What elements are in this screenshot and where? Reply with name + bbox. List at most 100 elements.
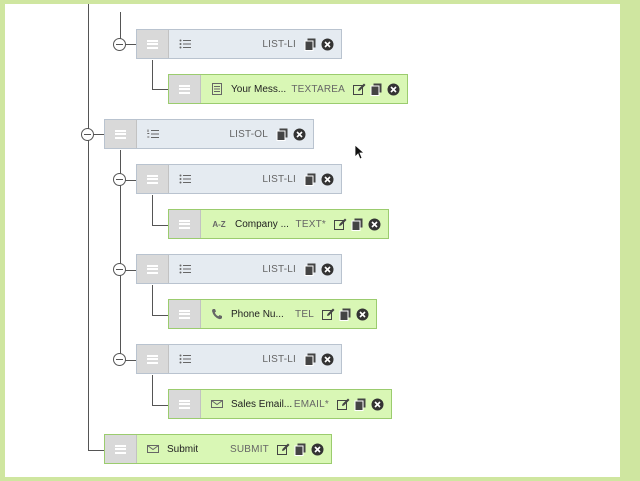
text-az-icon: A-Z [212,219,226,229]
drag-handle-icon [147,354,158,364]
node-type-label: LIST-OL [229,128,268,140]
textarea-icon [210,82,224,96]
collapse-toggle[interactable] [113,263,126,276]
tree-line [120,12,121,44]
delete-icon[interactable] [368,218,381,231]
node-actions [304,38,334,51]
copy-icon[interactable] [339,308,352,321]
drag-handle[interactable] [137,30,169,58]
node-label: Phone Nu... [231,308,284,320]
drag-handle[interactable] [137,165,169,193]
tree-line [88,450,105,451]
drag-handle[interactable] [169,300,201,328]
collapse-toggle[interactable] [113,38,126,51]
copy-icon[interactable] [304,263,317,276]
node-label: Your Mess... [231,83,287,95]
node-type-label: TEXTAREA [291,83,345,95]
tree-line [88,4,89,450]
node-actions [304,263,334,276]
bullet-list-icon [178,172,192,186]
copy-icon[interactable] [294,443,307,456]
envelope-icon [146,442,160,456]
collapse-toggle[interactable] [81,128,94,141]
tree-line [120,270,136,271]
edit-icon[interactable] [277,443,290,456]
drag-handle[interactable] [137,345,169,373]
tree-line [152,89,168,90]
tree-line [152,195,153,225]
tree-line [152,60,153,89]
edit-icon[interactable] [337,398,350,411]
node-actions [304,173,334,186]
copy-icon[interactable] [354,398,367,411]
tree-line [120,44,136,45]
copy-icon[interactable] [304,173,317,186]
delete-icon[interactable] [321,263,334,276]
phone-icon [210,307,224,321]
envelope-icon [210,397,224,411]
delete-icon[interactable] [321,353,334,366]
tree-line [152,285,153,315]
drag-handle-icon [179,399,190,409]
delete-icon[interactable] [356,308,369,321]
delete-icon[interactable] [311,443,324,456]
delete-icon[interactable] [293,128,306,141]
tree-line [152,375,153,405]
tree-node[interactable]: LIST-LI [136,29,342,59]
bullet-list-icon [178,352,192,366]
tree-line [120,150,121,360]
mouse-cursor-icon [354,144,364,160]
drag-handle[interactable] [169,390,201,418]
drag-handle[interactable] [169,75,201,103]
tree-node[interactable]: LIST-LI [136,344,342,374]
copy-icon[interactable] [370,83,383,96]
collapse-toggle[interactable] [113,353,126,366]
node-actions [337,398,384,411]
form-builder-panel: LIST-LI Your Mess... TEXTAREA LIST-OL LIS… [5,4,620,477]
tree-node[interactable]: LIST-LI [136,254,342,284]
tree-line [120,360,136,361]
node-type-label: TEXT* [295,218,326,230]
node-actions [353,83,400,96]
copy-icon[interactable] [304,353,317,366]
node-type-label: LIST-LI [262,263,296,275]
edit-icon[interactable] [353,83,366,96]
copy-icon[interactable] [351,218,364,231]
copy-icon[interactable] [276,128,289,141]
tree-node[interactable]: Phone Nu...TEL [168,299,377,329]
collapse-toggle[interactable] [113,173,126,186]
drag-handle[interactable] [169,210,201,238]
node-actions [304,353,334,366]
drag-handle-icon [115,444,126,454]
node-type-label: LIST-LI [262,38,296,50]
node-label: Company ... [235,218,289,230]
tree-node[interactable]: LIST-OL [104,119,314,149]
delete-icon[interactable] [321,38,334,51]
drag-handle-icon [147,39,158,49]
delete-icon[interactable] [321,173,334,186]
drag-handle-icon [179,309,190,319]
drag-handle[interactable] [105,120,137,148]
node-actions [322,308,369,321]
node-actions [277,443,324,456]
drag-handle[interactable] [137,255,169,283]
node-type-label: LIST-LI [262,353,296,365]
edit-icon[interactable] [322,308,335,321]
copy-icon[interactable] [304,38,317,51]
drag-handle-icon [115,129,126,139]
tree-node[interactable]: Your Mess... TEXTAREA [168,74,408,104]
drag-handle[interactable] [105,435,137,463]
drag-handle-icon [147,264,158,274]
tree-node[interactable]: A-Z Company ... TEXT* [168,209,389,239]
node-type-label: SUBMIT [230,443,269,455]
delete-icon[interactable] [371,398,384,411]
edit-icon[interactable] [334,218,347,231]
tree-node[interactable]: LIST-LI [136,164,342,194]
tree-line [152,315,168,316]
node-type-label: EMAIL* [293,398,329,410]
delete-icon[interactable] [387,83,400,96]
drag-handle-icon [147,174,158,184]
tree-node[interactable]: Sales Email...EMAIL* [168,389,392,419]
ordered-list-icon [146,127,160,141]
